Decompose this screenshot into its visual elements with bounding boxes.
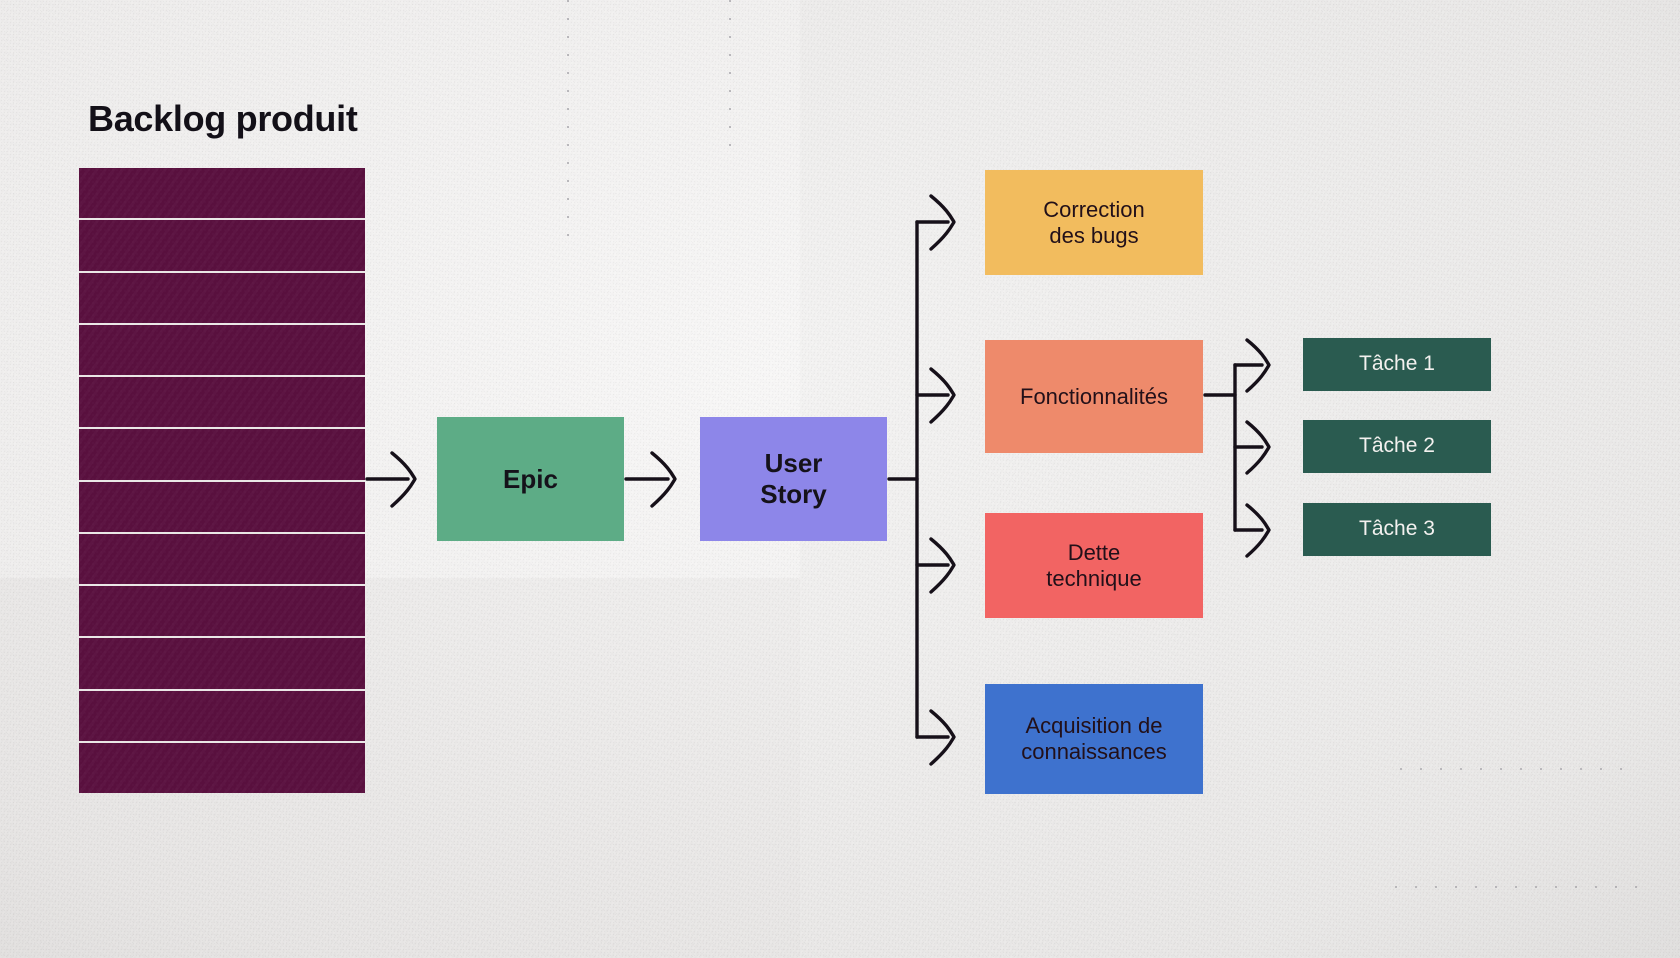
node-category-label: Correction des bugs — [1043, 196, 1145, 248]
node-category-label: Dette technique — [1046, 539, 1142, 591]
backlog-texture — [79, 690, 365, 741]
node-category-acquisition-de-connaissances[interactable]: Acquisition de connaissances — [985, 684, 1203, 794]
backlog-item — [79, 429, 365, 482]
backlog-item — [79, 690, 365, 743]
backlog-item — [79, 586, 365, 639]
backlog-item — [79, 377, 365, 430]
node-epic-label: Epic — [503, 463, 558, 494]
backlog-texture — [79, 377, 365, 428]
backlog-texture — [79, 481, 365, 532]
backlog-item — [79, 220, 365, 273]
backlog-texture — [79, 220, 365, 271]
backlog-item — [79, 324, 365, 377]
backlog-texture — [79, 324, 365, 375]
node-task-2[interactable]: Tâche 2 — [1303, 420, 1491, 473]
backlog-texture — [79, 742, 365, 793]
backlog-texture — [79, 168, 365, 219]
backlog-item — [79, 168, 365, 221]
node-task-label: Tâche 3 — [1359, 517, 1435, 541]
backlog-stack — [79, 168, 365, 793]
backlog-item — [79, 481, 365, 534]
node-category-label: Acquisition de connaissances — [1021, 713, 1167, 764]
node-category-correction-des-bugs[interactable]: Correction des bugs — [985, 170, 1203, 275]
node-category-dette-technique[interactable]: Dette technique — [985, 513, 1203, 618]
node-task-label: Tâche 2 — [1359, 434, 1435, 458]
backlog-texture — [79, 272, 365, 323]
node-category-fonctionnalites[interactable]: Fonctionnalités — [985, 340, 1203, 453]
backlog-texture — [79, 429, 365, 480]
node-task-label: Tâche 1 — [1359, 352, 1435, 376]
node-category-label: Fonctionnalités — [1020, 383, 1168, 409]
backlog-texture — [79, 586, 365, 637]
backlog-texture — [79, 533, 365, 584]
backlog-item — [79, 742, 365, 793]
node-user-story-label: User Story — [760, 448, 827, 509]
page-title: Backlog produit — [88, 98, 358, 139]
backlog-item — [79, 533, 365, 586]
backlog-item — [79, 272, 365, 325]
backlog-texture — [79, 638, 365, 689]
background-panel-far-right — [1240, 0, 1680, 958]
node-epic[interactable]: Epic — [437, 417, 624, 541]
node-task-1[interactable]: Tâche 1 — [1303, 338, 1491, 391]
node-task-3[interactable]: Tâche 3 — [1303, 503, 1491, 556]
node-user-story[interactable]: User Story — [700, 417, 887, 541]
backlog-item — [79, 638, 365, 691]
